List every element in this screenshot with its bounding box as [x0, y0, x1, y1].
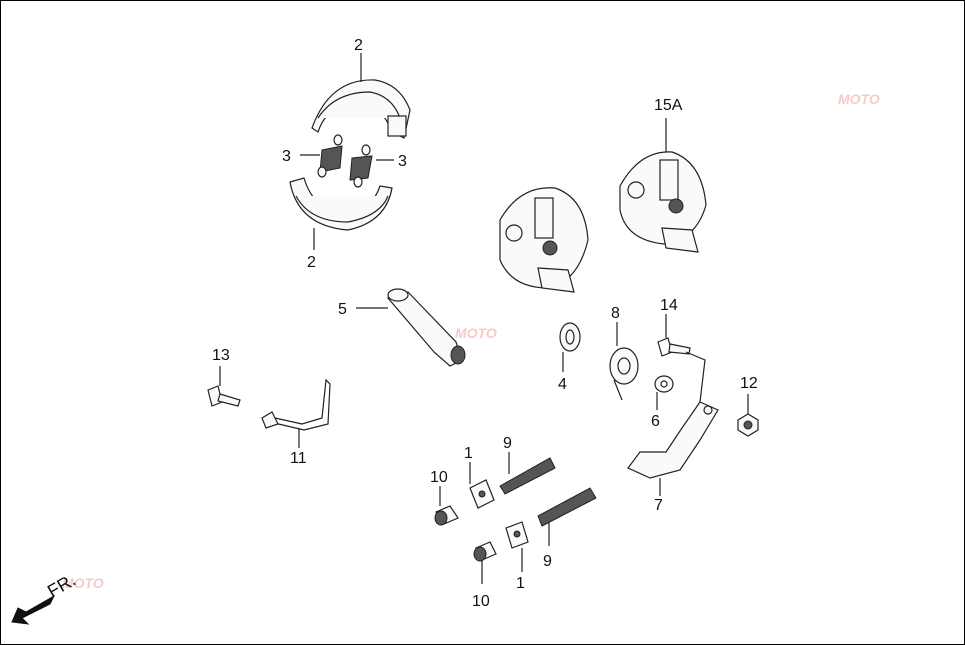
adjust-spring-bottom [537, 487, 597, 527]
brake-panel-a [499, 187, 589, 293]
brake-shoe-bottom [289, 177, 393, 231]
adjust-spring-top [499, 457, 556, 495]
label-10-bottom: 10 [472, 593, 490, 610]
brake-panel-15a [619, 151, 707, 253]
label-8: 8 [611, 305, 620, 322]
joint-top [469, 479, 495, 509]
label-13: 13 [212, 347, 230, 364]
felt-seal [559, 322, 581, 352]
label-9-top: 9 [503, 435, 512, 452]
label-11: 11 [290, 450, 307, 467]
adjust-nut-top [434, 505, 459, 526]
watermark-bottom-left: MOTO [62, 575, 104, 591]
return-spring-right [349, 144, 373, 188]
label-1-top: 1 [464, 445, 473, 462]
wear-indicator [654, 375, 674, 393]
label-6: 6 [651, 413, 660, 430]
label-7: 7 [654, 497, 663, 514]
label-15a: 15A [654, 97, 683, 114]
label-1-bottom: 1 [516, 575, 525, 592]
label-4: 4 [558, 376, 567, 393]
watermark-center: MOTO [455, 325, 497, 341]
brake-arm-return-spring [609, 347, 639, 401]
label-10-top: 10 [430, 469, 448, 486]
label-3-left: 3 [282, 148, 291, 165]
label-9-bottom: 9 [543, 553, 552, 570]
return-spring-left [317, 134, 343, 178]
bolt-13 [207, 385, 241, 407]
label-2-top: 2 [354, 37, 363, 54]
bolt-14 [657, 337, 691, 357]
label-5: 5 [338, 301, 347, 318]
brake-arm [627, 401, 719, 479]
label-3-right: 3 [398, 153, 407, 170]
watermark-top-right: MOTO [838, 91, 880, 107]
label-14: 14 [660, 297, 678, 314]
label-12: 12 [740, 375, 758, 392]
adjust-nut-bottom [473, 541, 497, 562]
lock-nut [737, 413, 759, 437]
label-2-bottom: 2 [307, 254, 316, 271]
brake-shoe-top [311, 79, 411, 139]
joint-bottom [505, 521, 529, 549]
front-direction-arrow-icon [11, 594, 56, 625]
brake-cam [386, 288, 466, 367]
stopper-rod [261, 378, 331, 431]
